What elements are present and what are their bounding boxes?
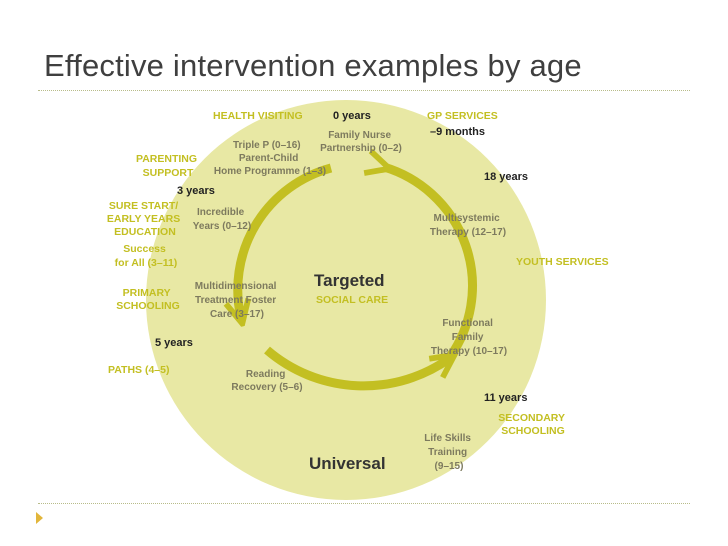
programme-life-skills: Life Skills Training (9–15) — [424, 433, 473, 472]
category-gp-services: GP SERVICES — [427, 110, 498, 122]
age-3-years: 3 years — [177, 185, 215, 197]
programme-multisystemic: Multisystemic Therapy (12–17) — [430, 213, 506, 238]
age-18-years: 18 years — [484, 171, 528, 183]
category-paths: PATHS (4–5) — [108, 364, 169, 376]
programme-parent-child: Parent-Child Home Programme (1–3) — [214, 153, 326, 177]
programme-functional-family: Functional Family Therapy (10–17) — [431, 318, 507, 357]
age-0-years: 0 years — [333, 110, 371, 122]
category-primary-schooling: PRIMARY SCHOOLING — [116, 287, 180, 312]
cycle-arrow-right — [384, 167, 477, 360]
slide-title: Effective intervention examples by age — [44, 48, 582, 83]
bottom-divider — [38, 503, 690, 504]
cycle-arrow-bottom — [264, 346, 450, 391]
category-health-visiting: HEALTH VISITING — [213, 110, 303, 122]
targeted-label: Targeted — [314, 271, 385, 290]
age-11-years: 11 years — [484, 392, 527, 404]
category-secondary-schooling: SECONDARY SCHOOLING — [498, 412, 567, 437]
programme-multidimensional: Multidimensional Treatment Foster Care (… — [195, 281, 279, 320]
category-sure-start: SURE START/ EARLY YEARS EDUCATION — [107, 200, 183, 238]
programme-incredible-years: Incredible Years (0–12) — [193, 207, 251, 232]
category-parenting-support: PARENTING SUPPORT — [136, 153, 200, 179]
social-care-label: SOCIAL CARE — [316, 294, 388, 306]
bullet-arrow-icon — [36, 512, 43, 524]
age-5-years: 5 years — [155, 337, 193, 349]
background-disc — [146, 100, 546, 500]
universal-label: Universal — [309, 454, 386, 473]
programme-family-nurse: Family Nurse Partnership (0–2) — [320, 130, 402, 154]
top-divider — [38, 90, 690, 91]
programme-reading-recovery: Reading Recovery (5–6) — [231, 369, 302, 393]
cycle-arrow-left — [238, 163, 333, 318]
programme-triple-p: Triple P (0–16) — [233, 140, 301, 151]
category-youth-services: YOUTH SERVICES — [516, 256, 609, 268]
programme-success-for-all: Success for All (3–11) — [115, 243, 178, 269]
age-9-months: –9 months — [430, 126, 485, 138]
